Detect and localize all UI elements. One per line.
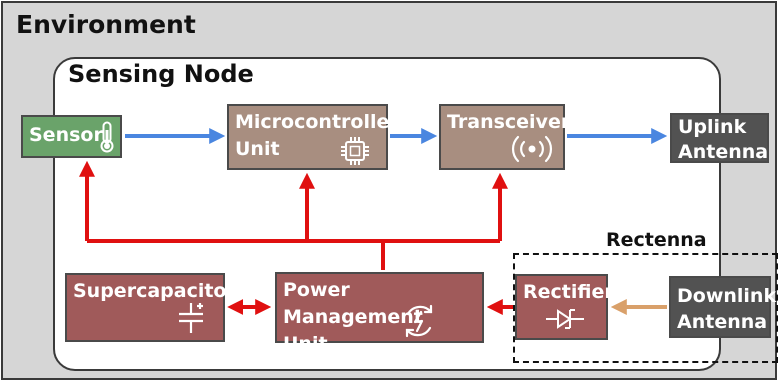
mcu-label-line1: Microcontroller [235, 111, 399, 133]
uplink-label-line1: Uplink [678, 116, 747, 138]
diode-icon [546, 309, 584, 329]
rectenna-boundary [513, 253, 778, 363]
supercapacitor-label: Supercapacitor [73, 280, 236, 302]
sensing-node-title: Sensing Node [68, 60, 254, 88]
power-cycle-icon [405, 304, 433, 338]
transceiver-block: Transceiver [439, 104, 571, 170]
rectenna-label: Rectenna [606, 229, 707, 251]
thermometer-icon [100, 121, 114, 153]
downlink-label-line1: Downlink [677, 285, 777, 307]
pmu-label-line2: Unit [283, 333, 328, 355]
transceiver-label: Transceiver [447, 111, 571, 133]
chip-icon [341, 137, 369, 165]
rectifier-block: Rectifier [515, 274, 614, 340]
sensor-block: Sensor [21, 115, 122, 158]
downlink-label-line2: Antenna [677, 311, 768, 333]
uplink-antenna-block: Uplink Antenna [670, 113, 769, 163]
supercapacitor-block: Supercapacitor [65, 273, 236, 342]
downlink-antenna-block: Downlink Antenna [669, 276, 777, 338]
power-bus [87, 239, 500, 270]
wireless-signal-icon [511, 135, 553, 163]
rectifier-label: Rectifier [523, 281, 614, 303]
mcu-label-line2: Unit [235, 138, 280, 160]
environment-title: Environment [16, 10, 196, 39]
power-management-unit-block: Power Management Unit [275, 272, 484, 355]
sensor-label: Sensor [29, 124, 103, 146]
uplink-label-line2: Antenna [678, 141, 769, 163]
microcontroller-block: Microcontroller Unit [227, 104, 399, 170]
pmu-label-line1: Power Management [283, 279, 423, 328]
capacitor-icon [179, 303, 203, 333]
